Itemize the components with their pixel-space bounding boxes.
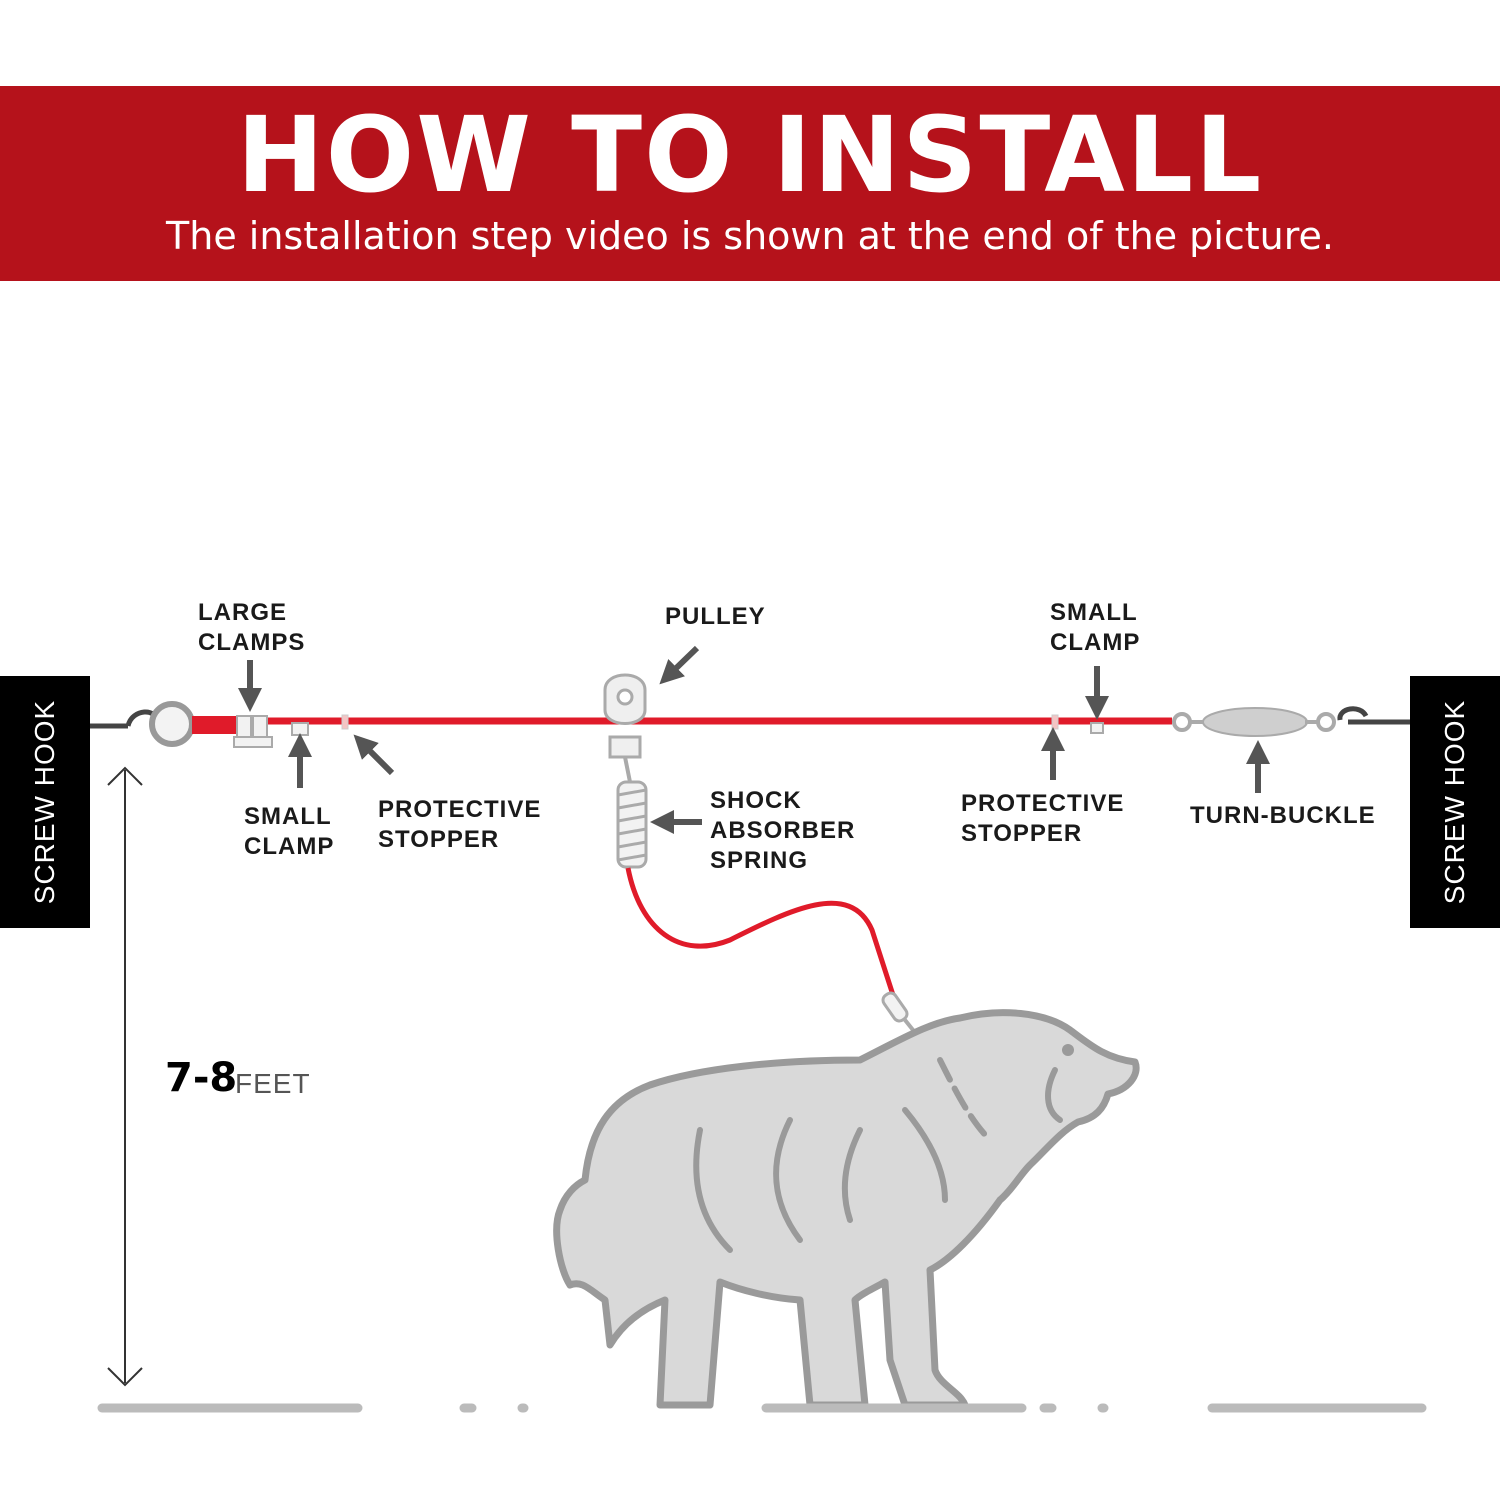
- protective-stopper-right-icon: [1051, 714, 1059, 730]
- left-screw-hook-panel: SCREW HOOK: [0, 676, 90, 928]
- left-screw-hook-icon: [90, 709, 159, 729]
- right-screw-hook-icon: [1337, 706, 1410, 725]
- turn-buckle-icon: [1172, 707, 1336, 737]
- left-ring-icon: [149, 701, 195, 747]
- right-screw-hook-panel: SCREW HOOK: [1410, 676, 1500, 928]
- shock-absorber-spring-icon: [616, 780, 648, 869]
- arrow-pulley: [659, 645, 700, 685]
- small-clamp-right-icon: [1090, 722, 1104, 734]
- height-value: 7-8: [165, 1055, 238, 1101]
- page-title: HOW TO INSTALL: [236, 94, 1264, 216]
- pulley-icon: [603, 673, 647, 783]
- pointer-arrows: [238, 645, 1270, 834]
- label-turn-buckle: TURN-BUCKLE: [1190, 802, 1376, 829]
- page-subtitle: The installation step video is shown at …: [166, 214, 1334, 258]
- tie-out-lead: [625, 867, 896, 996]
- height-unit: FEET: [235, 1068, 311, 1099]
- small-clamp-left-icon: [291, 722, 309, 736]
- large-clamps-icon: [233, 715, 273, 748]
- arrow-protective-stopper-left: [353, 734, 395, 776]
- cable-end-left: [192, 716, 242, 734]
- height-dimension-arrow: [107, 766, 143, 1387]
- label-pulley: PULLEY: [665, 603, 766, 630]
- header-banner: [0, 86, 1500, 281]
- dog-illustration: [553, 1009, 1140, 1409]
- protective-stopper-left-icon: [341, 714, 349, 730]
